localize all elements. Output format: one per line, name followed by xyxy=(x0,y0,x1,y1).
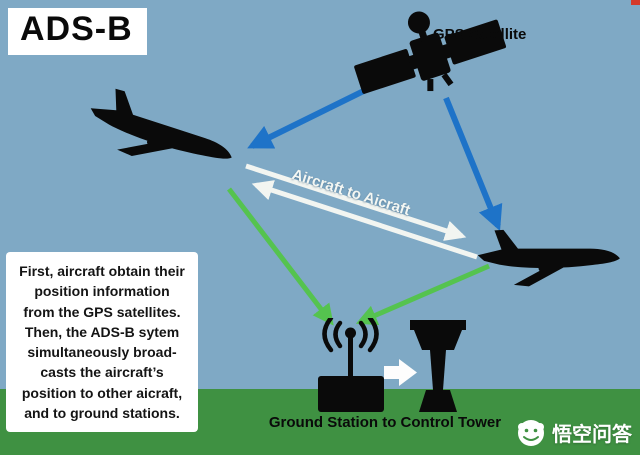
wukong-monkey-icon xyxy=(518,420,544,446)
explanation-text-box: First, aircraft obtain their position in… xyxy=(6,252,198,433)
airplane-icon xyxy=(90,88,232,159)
left-to-right-aircraft-arrow xyxy=(245,163,467,241)
ground-station-label: Ground Station to Control Tower xyxy=(268,414,502,431)
airplane-icon xyxy=(477,229,620,287)
satellite-icon xyxy=(354,11,507,94)
page-title: ADS-B xyxy=(8,8,147,56)
gps-to-right-aircraft-arrow xyxy=(443,96,503,232)
watermark: 悟空问答 xyxy=(516,417,632,447)
control-tower-icon xyxy=(410,320,466,412)
corner-red-artifact xyxy=(631,0,640,5)
watermark-text: 悟空问答 xyxy=(552,423,632,446)
gps-satellite-label: GPS Satellite xyxy=(433,26,527,43)
left-aircraft-to-ground-arrow xyxy=(227,187,334,326)
right-to-left-aircraft-arrow xyxy=(251,180,478,260)
right-aircraft-to-ground-arrow xyxy=(355,263,490,326)
antenna-ground-station-icon xyxy=(318,318,384,412)
station-to-tower-arrow xyxy=(384,359,417,386)
